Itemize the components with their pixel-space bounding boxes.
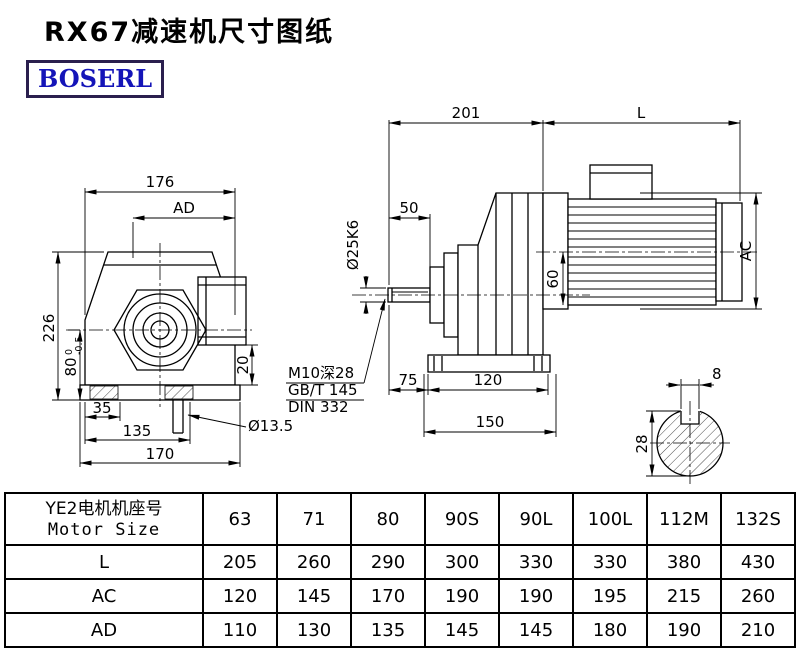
size-cell: 90S	[424, 492, 500, 546]
table-row-AC: AC 120 145 170 190 190 195 215 260	[4, 578, 796, 614]
dim-80-label: 80	[62, 357, 80, 376]
size-cell: 80	[350, 492, 426, 546]
dim-50-label: 50	[399, 199, 418, 217]
value-cell: 110	[202, 612, 278, 648]
value-cell: 290	[350, 544, 426, 580]
value-cell: 430	[720, 544, 796, 580]
value-cell: 190	[498, 578, 574, 614]
key-width-label: 8	[712, 365, 722, 383]
shaft-key-section: 8 28	[633, 365, 730, 485]
value-cell: 135	[350, 612, 426, 648]
value-cell: 120	[202, 578, 278, 614]
std-din-label: DIN 332	[288, 398, 349, 416]
dimension-table: YE2电机机座号 Motor Size 63 71 80 90S 90L 100…	[4, 492, 796, 648]
value-cell: 260	[276, 544, 352, 580]
dim-80-tol-upper: 0	[64, 349, 75, 355]
dim-176-label: 176	[146, 173, 175, 191]
table-row-AD: AD 110 130 135 145 145 180 190 210	[4, 612, 796, 648]
table-row-L: L 205 260 290 300 330 330 380 430	[4, 544, 796, 580]
table-header-row: YE2电机机座号 Motor Size 63 71 80 90S 90L 100…	[4, 492, 796, 546]
dim-shaft-label: Ø25K6	[344, 220, 362, 270]
size-cell: 132S	[720, 492, 796, 546]
value-cell: 210	[720, 612, 796, 648]
dim-20-label: 20	[234, 355, 252, 374]
dim-80-tol-lower: -0.5	[74, 336, 85, 355]
value-cell: 145	[424, 612, 500, 648]
value-cell: 195	[572, 578, 648, 614]
value-cell: 260	[720, 578, 796, 614]
value-cell: 215	[646, 578, 722, 614]
value-cell: 380	[646, 544, 722, 580]
dim-80-group: 80 0 -0.5	[62, 336, 85, 376]
value-cell: 190	[646, 612, 722, 648]
dim-120-label: 120	[474, 371, 503, 389]
dim-60-label: 60	[544, 269, 562, 288]
value-cell: 205	[202, 544, 278, 580]
dim-AC-label: AC	[737, 241, 755, 261]
boserl-logo: BOSERL	[26, 60, 165, 98]
motor-size-label-cn: YE2电机机座号	[45, 498, 163, 519]
value-cell: 145	[498, 612, 574, 648]
value-cell: 190	[424, 578, 500, 614]
value-cell: 300	[424, 544, 500, 580]
front-view: 176 AD 226 80 0 -0.5 20 35 135 170 Ø13.5	[40, 173, 293, 467]
side-view: 201 L 50 Ø25K6 60 AC M10深28 GB/T 145 DIN…	[286, 104, 762, 437]
size-cell: 100L	[572, 492, 648, 546]
std-gbt-label: GB/T 145	[288, 381, 358, 399]
motor-size-header-cell: YE2电机机座号 Motor Size	[4, 492, 204, 546]
value-cell: 170	[350, 578, 426, 614]
dim-201-label: 201	[452, 104, 481, 122]
dim-AD-label: AD	[173, 199, 195, 217]
value-cell: 145	[276, 578, 352, 614]
motor-fins	[568, 206, 716, 298]
value-cell: 180	[572, 612, 648, 648]
dim-75-label: 75	[398, 371, 417, 389]
dim-L-label: L	[637, 104, 646, 122]
motor-size-label-en: Motor Size	[47, 519, 161, 540]
dim-hole-label: Ø13.5	[248, 417, 293, 435]
dim-170-label: 170	[146, 445, 175, 463]
row-label: AC	[4, 578, 204, 614]
value-cell: 130	[276, 612, 352, 648]
value-cell: 330	[572, 544, 648, 580]
boserl-logo-text: BOSERL	[38, 64, 153, 93]
page-title: RX67减速机尺寸图纸	[44, 17, 335, 48]
dim-226-label: 226	[40, 314, 58, 343]
key-height-label: 28	[633, 434, 651, 453]
size-cell: 112M	[646, 492, 722, 546]
size-cell: 90L	[498, 492, 574, 546]
value-cell: 330	[498, 544, 574, 580]
tap-note-label: M10深28	[288, 364, 354, 382]
dim-135-label: 135	[123, 422, 152, 440]
row-label: AD	[4, 612, 204, 648]
row-label: L	[4, 544, 204, 580]
technical-drawing: 176 AD 226 80 0 -0.5 20 35 135 170 Ø13.5	[40, 104, 762, 485]
size-cell: 71	[276, 492, 352, 546]
size-cell: 63	[202, 492, 278, 546]
dim-150-label: 150	[476, 413, 505, 431]
dim-35-label: 35	[92, 399, 111, 417]
